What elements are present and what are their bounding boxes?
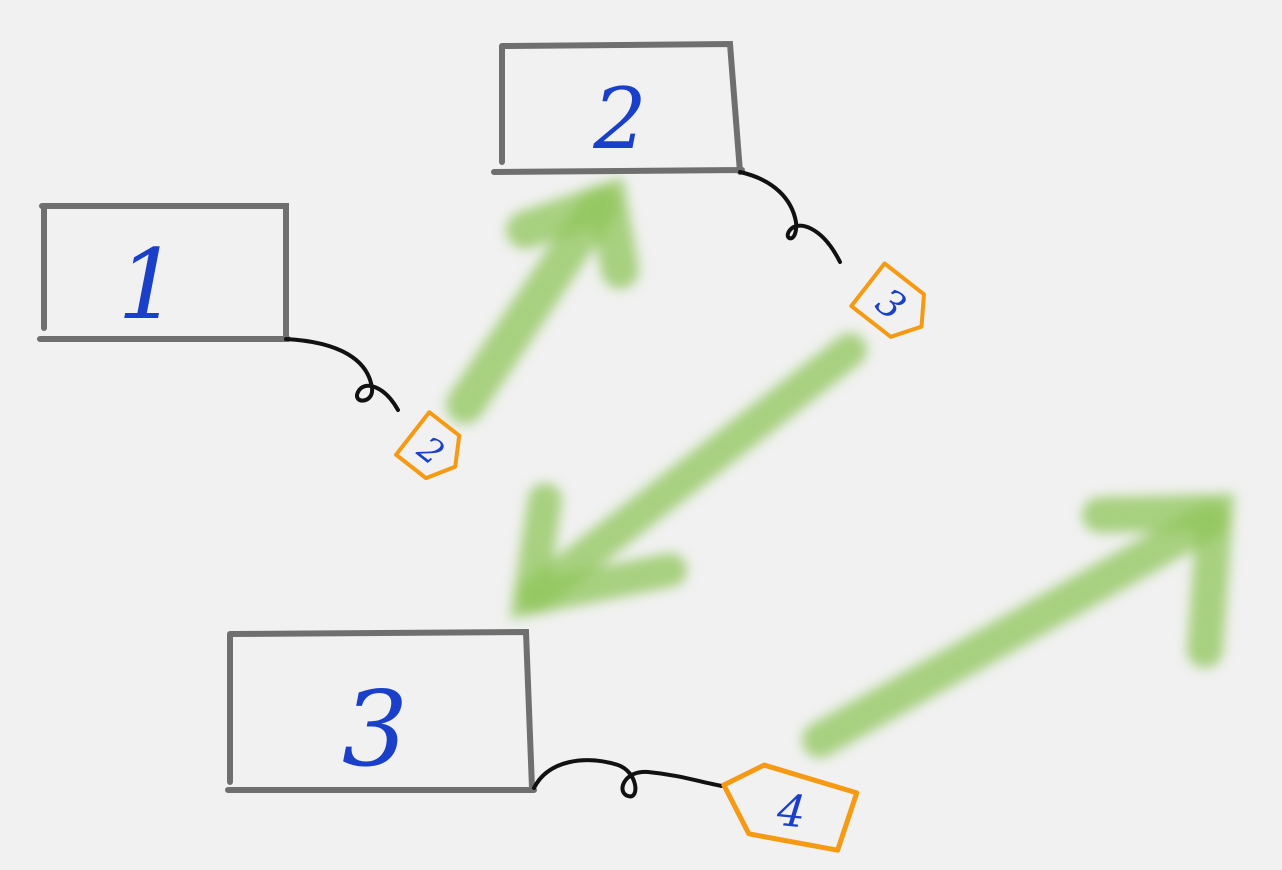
tether-line	[284, 337, 400, 412]
tether-line	[532, 758, 724, 799]
node-box	[225, 628, 537, 793]
arrow-tag2-to-node2	[446, 176, 639, 424]
node-label: 1	[117, 229, 178, 341]
node-box	[37, 203, 291, 342]
node-label: 3	[342, 668, 408, 790]
list-node-3: 3 4	[225, 628, 860, 853]
next-pointer-tag: 2	[394, 410, 462, 481]
flow-arrows	[446, 176, 1235, 758]
tether-line	[738, 170, 842, 264]
arrow-tag4-onward	[802, 493, 1235, 758]
svg-text:4: 4	[774, 785, 808, 839]
next-pointer-tag: 4	[721, 762, 860, 853]
list-node-1: 1 2	[37, 203, 462, 481]
arrow-tag3-to-node3	[509, 333, 867, 620]
node-box	[491, 40, 745, 175]
node-label: 2	[592, 70, 646, 168]
list-node-2: 2 3	[491, 40, 926, 339]
next-pointer-tag: 3	[849, 261, 926, 339]
